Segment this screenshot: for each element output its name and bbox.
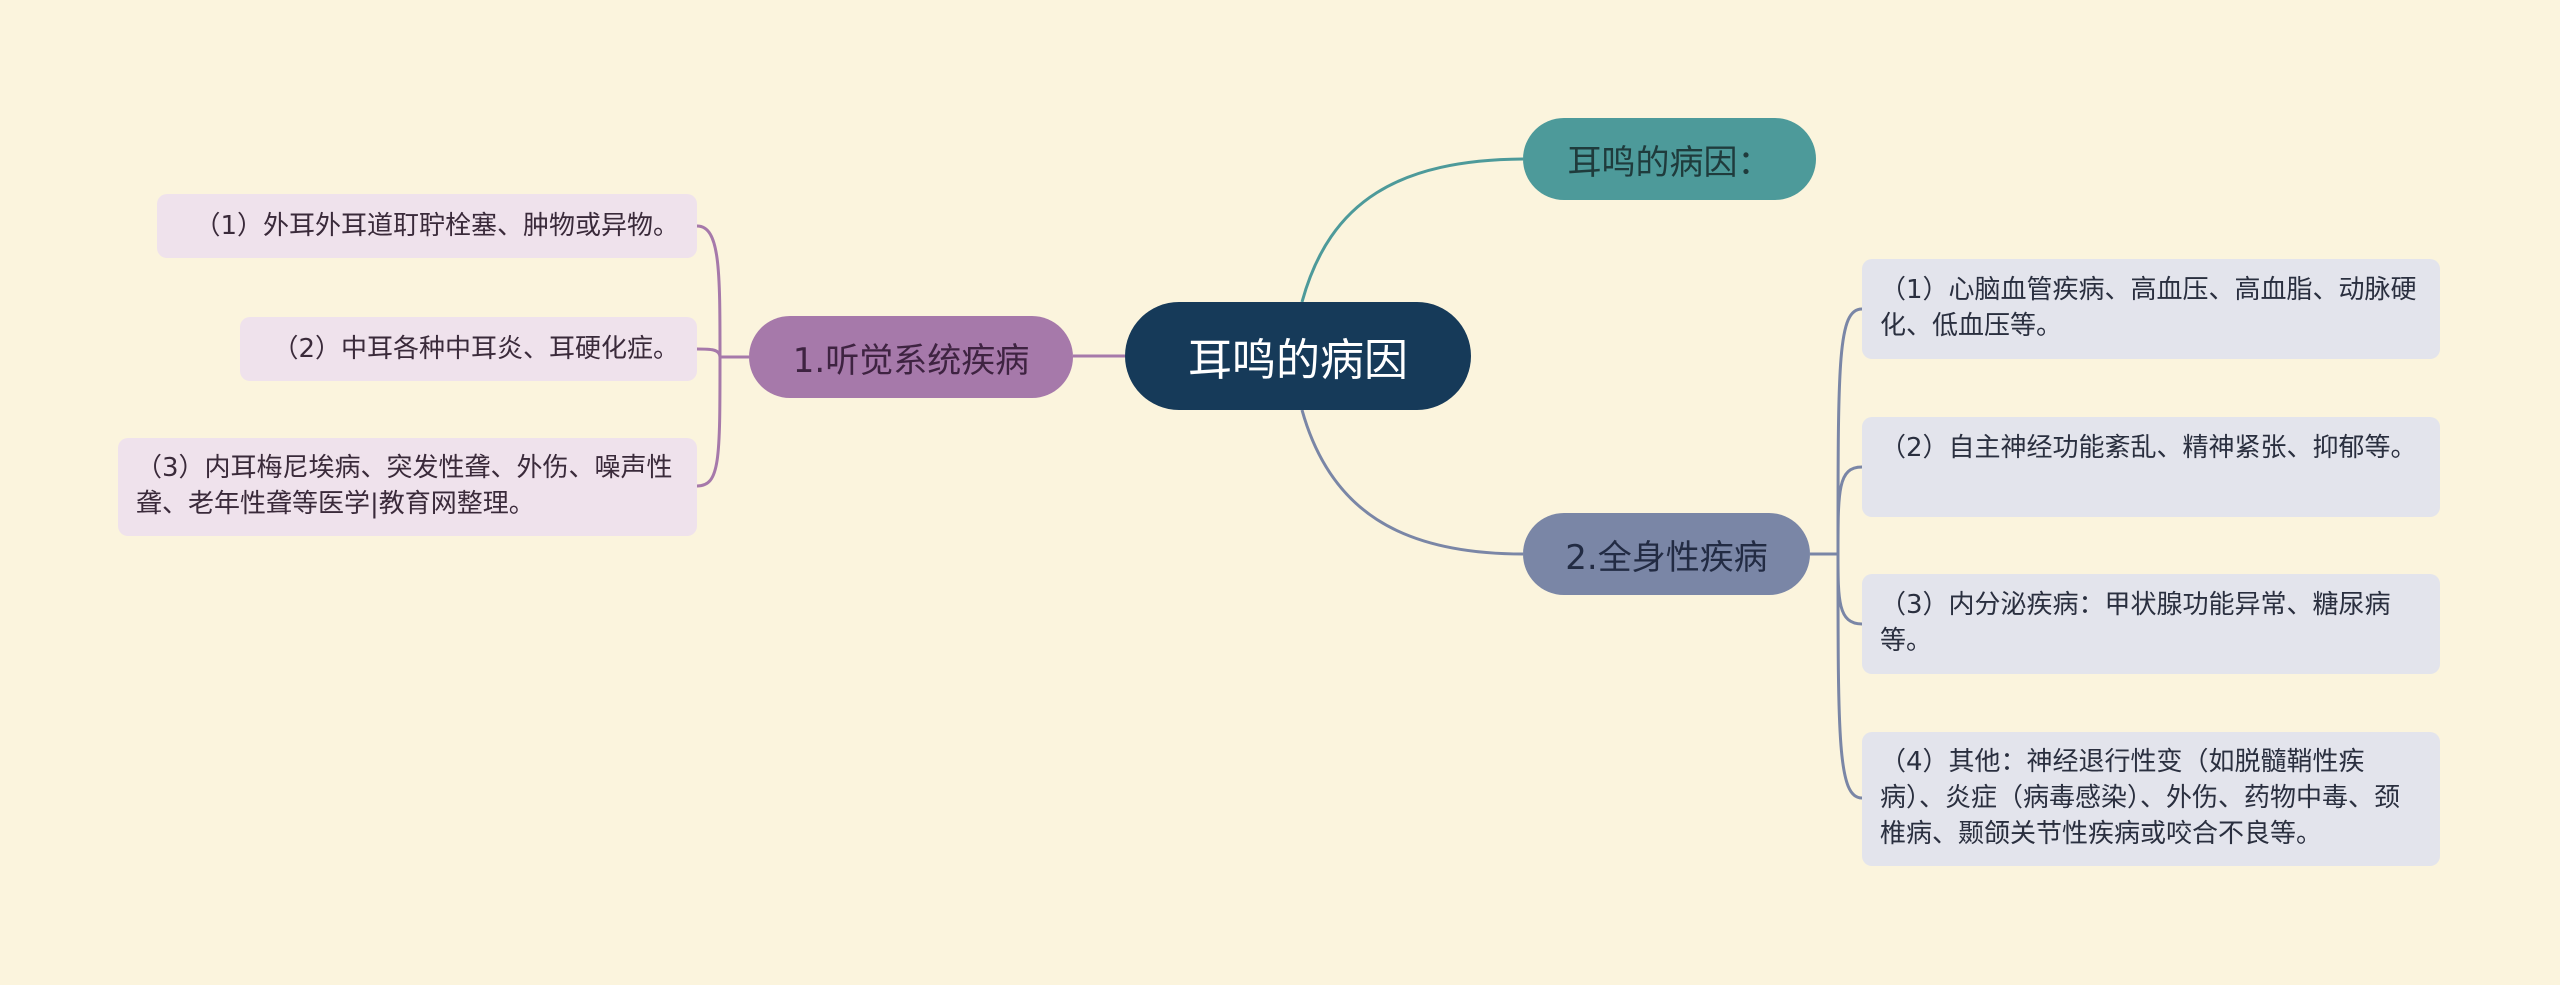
branch-causes-heading[interactable]: 耳鸣的病因： [1523,118,1816,200]
leaf-systemic-3[interactable]: （3）内分泌疾病：甲状腺功能异常、糖尿病等。 [1862,574,2440,674]
link-left-leaf1 [696,224,722,358]
leaf-text: （3）内耳梅尼埃病、突发性聋、外伤、噪声性聋、老年性聋等医学|教育网整理。 [136,453,673,519]
leaf-text: （2）自主神经功能紊乱、精神紧张、抑郁等。 [1880,433,2417,463]
branch-systemic-diseases[interactable]: 2.全身性疾病 [1523,513,1810,595]
leaf-text: （2）中耳各种中耳炎、耳硬化症。 [272,334,679,364]
link-right-leaf1 [1836,307,1863,555]
leaf-auditory-3[interactable]: （3）内耳梅尼埃病、突发性聋、外伤、噪声性聋、老年性聋等医学|教育网整理。 [118,438,697,536]
link-root-right [1300,409,1524,556]
link-right-leaf4 [1836,553,1863,800]
leaf-text: （1）外耳外耳道耵聍栓塞、肿物或异物。 [194,211,679,241]
leaf-systemic-4[interactable]: （4）其他：神经退行性变（如脱髓鞘性疾病）、炎症（病毒感染）、外伤、药物中毒、颈… [1862,732,2440,866]
leaf-systemic-1[interactable]: （1）心脑血管疾病、高血压、高血脂、动脉硬化、低血压等。 [1862,259,2440,359]
leaf-systemic-2[interactable]: （2）自主神经功能紊乱、精神紧张、抑郁等。 [1862,417,2440,517]
leaf-text: （1）心脑血管疾病、高血压、高血脂、动脉硬化、低血压等。 [1880,275,2417,341]
branch-label: 1.听觉系统疾病 [792,340,1030,381]
link-left-leaf2 [696,347,722,358]
leaf-text: （4）其他：神经退行性变（如脱髓鞘性疾病）、炎症（病毒感染）、外伤、药物中毒、颈… [1880,747,2401,849]
link-right-leaf2 [1836,465,1863,555]
root-label: 耳鸣的病因 [1188,335,1408,386]
branch-label: 耳鸣的病因： [1567,142,1772,183]
branch-label: 2.全身性疾病 [1565,537,1768,578]
branch-auditory-diseases[interactable]: 1.听觉系统疾病 [749,316,1073,398]
leaf-auditory-2[interactable]: （2）中耳各种中耳炎、耳硬化症。 [240,317,697,381]
leaf-auditory-1[interactable]: （1）外耳外耳道耵聍栓塞、肿物或异物。 [157,194,697,258]
link-root-top [1300,157,1524,303]
link-left-leaf3 [696,356,722,488]
root-node[interactable]: 耳鸣的病因 [1125,302,1471,410]
leaf-text: （3）内分泌疾病：甲状腺功能异常、糖尿病等。 [1880,590,2391,656]
link-right-leaf3 [1836,553,1863,626]
